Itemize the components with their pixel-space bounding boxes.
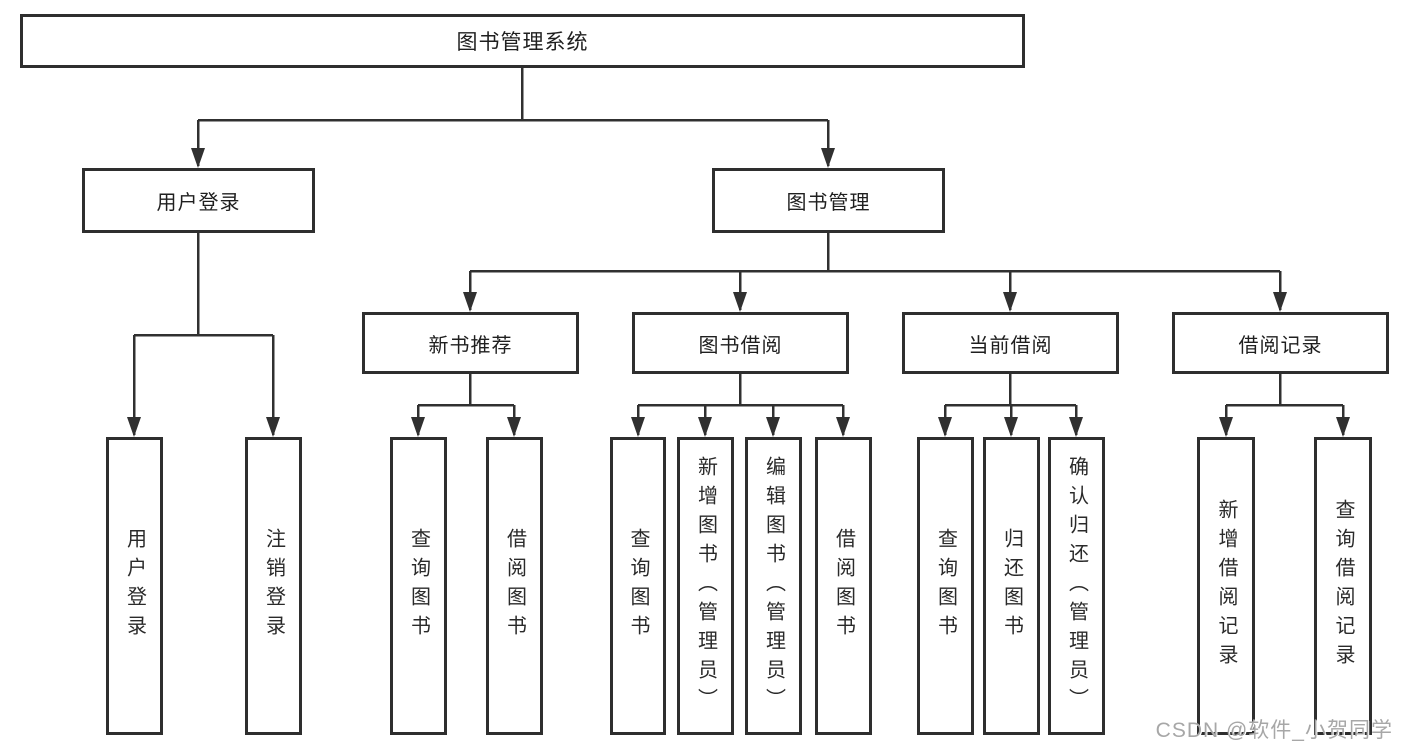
leaf-return-books: 归还图书 [983, 437, 1040, 735]
node-label: 图书借阅 [698, 334, 783, 357]
connector-paths [132, 68, 1345, 435]
csdn-watermark: CSDN @软件_小贺同学 [1155, 719, 1393, 742]
leaf-label: 归还图书 [1000, 528, 1023, 644]
leaf-confirm-return-admin: 确认归还（管理员） [1048, 437, 1105, 735]
node-label: 借阅记录 [1238, 334, 1323, 357]
leaf-query-borrow-record: 查询借阅记录 [1314, 437, 1372, 735]
leaf-label: 编辑图书（管理员） [762, 455, 785, 717]
leaf-label: 查询图书 [407, 528, 430, 644]
leaf-query-books-3: 查询图书 [917, 437, 974, 735]
leaf-user-login: 用户登录 [106, 437, 163, 735]
node-label: 新书推荐 [428, 334, 513, 357]
leaf-query-books-1: 查询图书 [390, 437, 447, 735]
node-user-login: 用户登录 [82, 168, 315, 233]
leaf-label: 借阅图书 [503, 528, 526, 644]
leaf-label: 查询借阅记录 [1332, 499, 1354, 673]
leaf-add-books-admin: 新增图书（管理员） [677, 437, 734, 735]
node-borrow-records: 借阅记录 [1172, 312, 1389, 374]
leaf-label: 新增图书（管理员） [694, 455, 717, 717]
leaf-edit-books-admin: 编辑图书（管理员） [745, 437, 802, 735]
node-label: 当前借阅 [968, 334, 1053, 357]
leaf-add-borrow-record: 新增借阅记录 [1197, 437, 1255, 735]
node-current-borrow: 当前借阅 [902, 312, 1119, 374]
node-book-management: 图书管理 [712, 168, 945, 233]
leaf-label: 用户登录 [123, 528, 146, 644]
leaf-label: 确认归还（管理员） [1065, 455, 1088, 717]
node-label: 图书管理系统 [456, 31, 589, 54]
leaf-label: 查询图书 [627, 528, 649, 644]
leaf-label: 注销登录 [262, 528, 285, 644]
node-book-borrow: 图书借阅 [632, 312, 849, 374]
leaf-label: 借阅图书 [832, 528, 855, 644]
leaf-borrow-books-1: 借阅图书 [486, 437, 543, 735]
node-root-system: 图书管理系统 [20, 14, 1025, 68]
node-label: 图书管理 [786, 192, 871, 214]
leaf-logout: 注销登录 [245, 437, 302, 735]
leaf-label: 查询图书 [934, 528, 957, 644]
leaf-borrow-books-2: 借阅图书 [815, 437, 872, 735]
node-label: 用户登录 [156, 192, 241, 214]
leaf-label: 新增借阅记录 [1215, 499, 1237, 673]
node-new-book-recommend: 新书推荐 [362, 312, 579, 374]
leaf-query-books-2: 查询图书 [610, 437, 666, 735]
